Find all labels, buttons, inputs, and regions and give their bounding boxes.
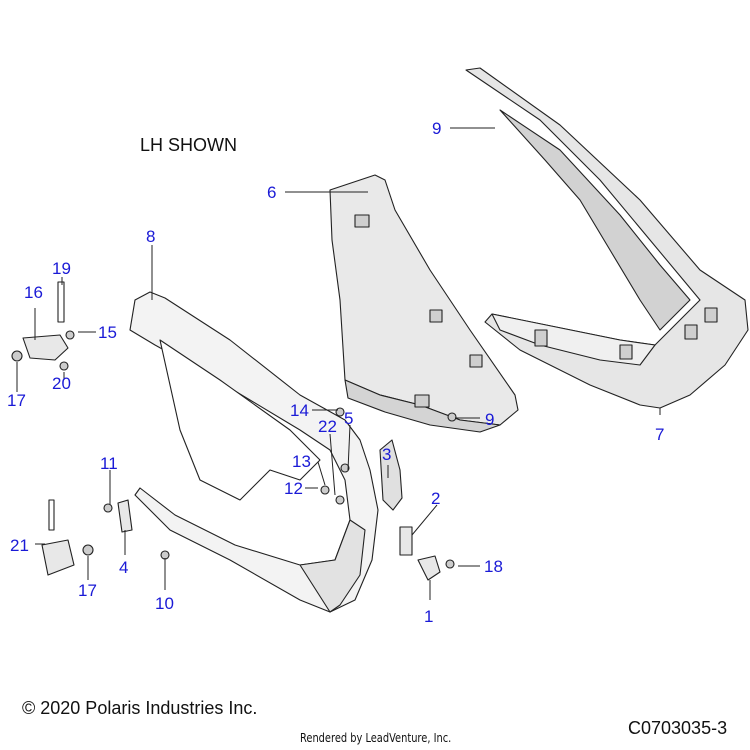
part-1-bracket — [417, 555, 441, 581]
callout-15: 15 — [98, 323, 117, 342]
callout-5: 5 — [344, 409, 353, 428]
callout-3: 3 — [382, 445, 391, 464]
callout-labels: 1 2 3 4 5 6 7 8 9 9 10 11 12 13 14 15 16… — [7, 119, 664, 626]
view-caption: LH SHOWN — [140, 135, 238, 155]
callout-21: 21 — [10, 536, 29, 555]
part-16-hinge-bracket — [22, 334, 69, 361]
part-21-bracket — [41, 539, 75, 576]
callout-22: 22 — [318, 417, 337, 436]
part-7-side-panel — [465, 67, 749, 409]
leader-2 — [411, 504, 438, 536]
callout-4: 4 — [119, 558, 128, 577]
part-6-side-panel — [329, 174, 519, 433]
part-8-door-frame — [129, 291, 379, 613]
part-19-bolt — [57, 281, 65, 323]
leader-5 — [347, 424, 351, 471]
callout-10: 10 — [155, 594, 174, 613]
callout-2: 2 — [431, 489, 440, 508]
callout-9a: 9 — [432, 119, 441, 138]
callout-1: 1 — [424, 607, 433, 626]
callout-13: 13 — [292, 452, 311, 471]
leader-22 — [329, 433, 336, 496]
callout-18: 18 — [484, 557, 503, 576]
callout-8: 8 — [146, 227, 155, 246]
callout-14: 14 — [290, 401, 309, 420]
callout-12: 12 — [284, 479, 303, 498]
callout-19: 19 — [52, 259, 71, 278]
callout-17a: 17 — [7, 391, 26, 410]
copyright-text: © 2020 Polaris Industries Inc. — [22, 698, 258, 718]
rendered-by-text: Rendered by LeadVenture, Inc. — [300, 731, 452, 745]
callout-9b: 9 — [485, 410, 494, 429]
leader-lines — [16, 127, 661, 600]
part-4-hinge — [117, 499, 133, 533]
callout-7: 7 — [655, 425, 664, 444]
diagram-id: C0703035-3 — [628, 718, 728, 738]
callout-16: 16 — [24, 283, 43, 302]
hardware-group — [11, 281, 457, 581]
part-2-striker — [399, 526, 413, 556]
callout-17b: 17 — [78, 581, 97, 600]
part-3-latch — [379, 439, 403, 511]
part-bolt — [48, 499, 55, 531]
callout-11: 11 — [100, 454, 118, 473]
leader-13 — [317, 461, 326, 486]
callout-20: 20 — [52, 374, 71, 393]
callout-6: 6 — [267, 183, 276, 202]
